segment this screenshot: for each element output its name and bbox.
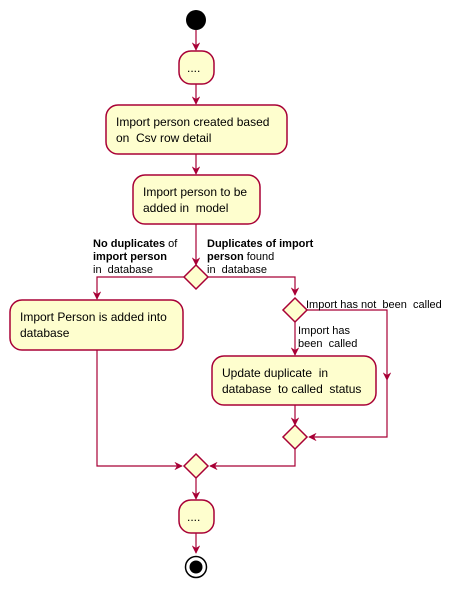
edge-inner-merge-to-outer: [209, 449, 296, 471]
branch-label-import-person: import person: [93, 251, 167, 264]
activity-added-into-db: [9, 299, 184, 351]
decision-duplicates: [182, 263, 210, 291]
merge-inner: [281, 423, 309, 451]
edge-added-to-merge: [96, 350, 183, 471]
ellipsis-bottom-text: ....: [187, 510, 201, 524]
edge-decision-left: [92, 276, 184, 300]
edge-decision-right: [208, 276, 300, 296]
ellipsis-top-text: ....: [187, 61, 201, 75]
update-duplicate-text: Update duplicate in database to called s…: [222, 366, 362, 396]
end-node-core: [189, 560, 203, 574]
branch-left-bold-2: import person: [93, 251, 167, 263]
import-created-text: Import person created based on Csv row d…: [116, 115, 270, 145]
end-node-ring: [184, 555, 208, 579]
decision-called: [281, 296, 309, 324]
branch-label-person-found: person found: [207, 251, 274, 264]
branch-right-bold-2: person: [207, 251, 244, 263]
activity-import-created: [105, 104, 288, 155]
branch-label-called-1: Import has: [298, 325, 350, 337]
added-into-db-text: Import Person is added into database: [20, 310, 167, 340]
branch-label-no-duplicates: No duplicates of: [93, 238, 177, 251]
branch-label-duplicates-of-import: Duplicates of import: [207, 238, 313, 251]
activity-ellipsis-bottom: [178, 499, 215, 534]
edge-inner-not-called: [307, 309, 392, 381]
branch-right-bold-1: Duplicates of import: [207, 238, 314, 250]
activity-ellipsis-top: [178, 50, 215, 85]
branch-left-rest-1: of: [165, 238, 178, 250]
branch-label-right-in-database: in database: [207, 264, 267, 276]
edge-not-called-to-merge: [308, 380, 388, 442]
branch-right-rest-2: found: [243, 251, 275, 263]
branch-label-not-called: Import has not been called: [306, 299, 442, 311]
branch-left-bold-1: No duplicates: [93, 238, 166, 250]
branch-label-left-in-database: in database: [93, 264, 153, 276]
activity-to-be-added: [132, 174, 261, 225]
to-be-added-text: Import person to be added in model: [143, 185, 248, 215]
branch-label-called-2: been called: [298, 338, 358, 350]
merge-outer: [182, 452, 210, 480]
start-node: [186, 10, 206, 30]
activity-update-duplicate: [211, 355, 377, 406]
